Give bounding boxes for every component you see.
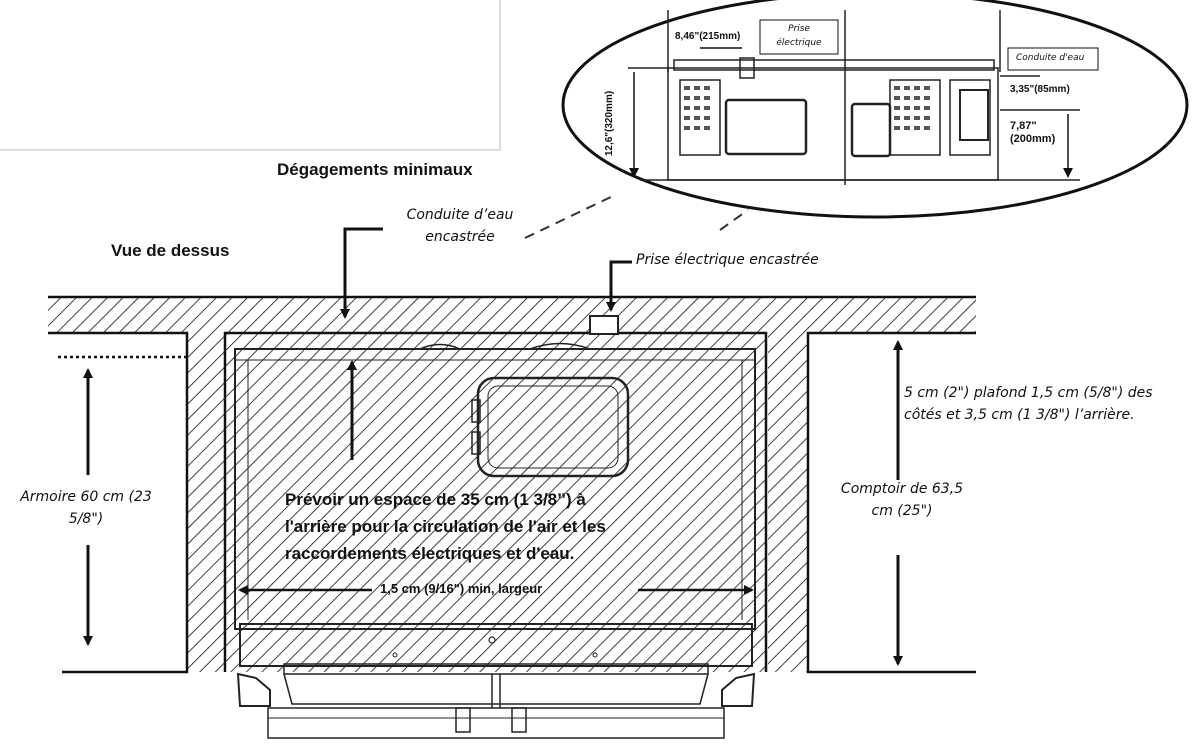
cabinet-label: Armoire 60 cm (23 5/8") (20, 489, 152, 527)
detail-water-offset: 3,35"(85mm) (1010, 84, 1070, 95)
wall-hatching (48, 297, 976, 672)
rear-space-note: Prévoir un espace de 35 cm (1 3/8’’) à l… (285, 490, 606, 563)
detail-water-height: 7,87" (200mm) (1010, 120, 1056, 145)
detail-leaders (524, 194, 749, 239)
page-frame-corner (0, 0, 501, 151)
detail-water-label: Conduite d'eau (1016, 53, 1085, 63)
dimension-arrows (83, 227, 903, 666)
water-line-label: Conduite d’eau encastrée (406, 207, 514, 245)
countertop-label: Comptoir de 63,5 cm (25") (840, 481, 964, 519)
water-line-leader (340, 227, 383, 319)
refrigerator-top-view (234, 315, 756, 739)
outlet-label: Prise électrique encastrée (636, 252, 819, 268)
detail-outlet-offset: 8,46"(215mm) (675, 31, 741, 42)
view-label: Vue de dessus (111, 241, 230, 260)
width-label: 1,5 cm (9/16") min, largeur (380, 581, 543, 596)
diagram-title: Dégagements minimaux (277, 160, 473, 179)
clearance-label: 5 cm (2") plafond 1,5 cm (5/8") des côté… (904, 385, 1153, 423)
wall-outline (48, 295, 976, 674)
outlet-leader (606, 260, 632, 312)
detail-ellipse (561, 0, 1189, 219)
detail-outlet-label: Prise électrique (776, 24, 822, 48)
detail-height: 12,6"(320mm) (604, 90, 616, 157)
